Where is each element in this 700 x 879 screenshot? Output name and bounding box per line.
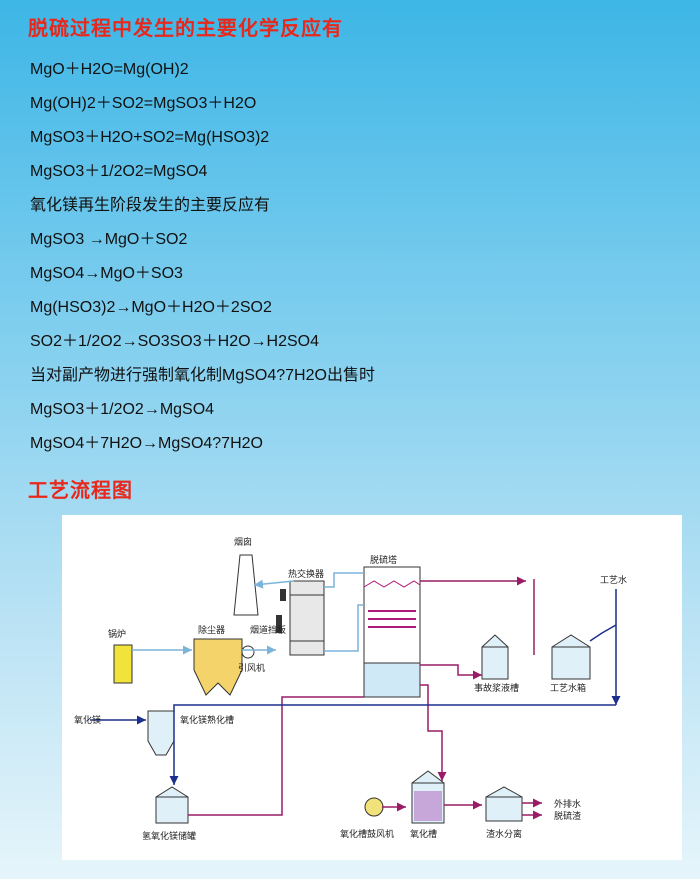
reaction-line: MgSO4＋7H2O→MgSO4?7H2O [30,435,263,452]
desulfurization-tower-shape [363,566,421,698]
label-desulfurization-tower: 脱硫塔 [370,554,397,566]
label-oxidation-blower: 氧化槽鼓风机 [340,828,394,840]
oxidation-blower-shape [364,797,384,817]
flue-baffle-shape [276,589,286,633]
label-mgoh-storage-tank: 氢氧化镁储罐 [142,830,196,842]
label-mgo-slaking-tank: 氧化镁熟化槽 [180,714,234,726]
reaction-line: SO2＋1/2O2→SO3SO3＋H2O→H2SO4 [30,333,320,350]
reaction-line: 当对副产物进行强制氧化制MgSO4?7H2O出售时 [30,367,375,384]
label-process-water-tank: 工艺水箱 [550,682,586,694]
emergency-tank-shape [481,634,509,680]
label-discharge-water: 外排水 [554,798,581,810]
boiler-shape [113,644,133,684]
section-title-process-flow: 工艺流程图 [28,480,133,502]
label-dust-collector: 除尘器 [198,624,225,636]
slurry-flow-lines [188,576,542,820]
reaction-line: Mg(HSO3)2→MgO＋H2O＋2SO2 [30,299,272,316]
reaction-line: MgSO3＋1/2O2=MgSO4 [30,163,208,180]
heat-exchanger-shape [289,580,325,656]
chimney-shape [233,554,259,616]
label-induced-fan: 引风机 [238,662,265,674]
reaction-line: MgO＋H2O=Mg(OH)2 [30,61,189,78]
label-desulfurization-slag: 脱硫渣 [554,810,581,822]
reaction-line: Mg(OH)2＋SO2=MgSO3＋H2O [30,95,257,112]
label-emergency-tank: 事故浆液槽 [474,682,519,694]
mgoh-storage-tank-shape [155,786,189,824]
induced-fan-shape [241,645,255,659]
page-title: 脱硫过程中发生的主要化学反应有 [28,18,343,40]
process-flow-svg: 烟囱 热交换器 脱硫塔 工艺水 锅炉 除尘器 烟道挡板 引风机 事故浆液槽 工艺… [74,536,627,842]
label-oxidation-tank: 氧化槽 [410,828,437,840]
reaction-line: MgSO3 →MgO＋SO2 [30,231,188,248]
label-chimney: 烟囱 [234,536,252,548]
dust-collector-shape [193,638,243,696]
reaction-line: 氧化镁再生阶段发生的主要反应有 [30,197,271,214]
reaction-line: MgSO3＋H2O+SO2=Mg(HSO3)2 [30,129,270,146]
oxidation-tank-shape [411,770,445,824]
label-process-water: 工艺水 [600,574,627,586]
process-flow-diagram: 烟囱 热交换器 脱硫塔 工艺水 锅炉 除尘器 烟道挡板 引风机 事故浆液槽 工艺… [62,515,682,860]
label-heat-exchanger: 热交换器 [288,568,324,580]
mgo-slaking-tank-shape [147,710,175,756]
label-boiler: 锅炉 [108,628,126,640]
water-flow-lines [90,589,621,785]
label-slag-water-separation: 渣水分离 [486,828,522,840]
label-flue-baffle: 烟道挡板 [250,624,286,636]
gas-flow-lines [132,572,364,655]
process-water-tank-shape [551,634,591,680]
label-magnesium-oxide: 氧化镁 [74,714,101,726]
reaction-line: MgSO3＋1/2O2→MgSO4 [30,401,215,418]
reaction-line: MgSO4→MgO＋SO3 [30,265,183,282]
slag-separation-shape [485,786,523,822]
